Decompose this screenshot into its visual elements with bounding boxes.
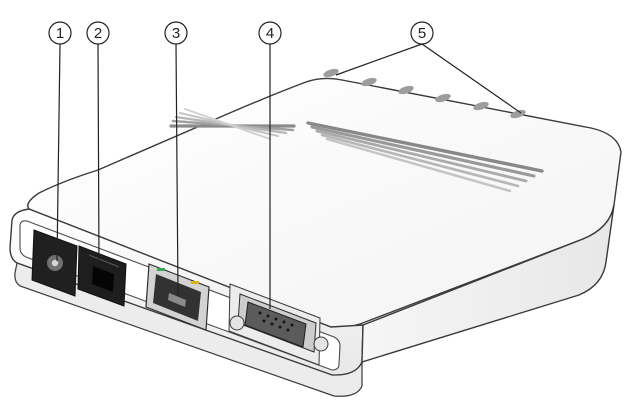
ethernet-link-led <box>157 268 165 271</box>
vent-slot <box>315 129 528 183</box>
callout-circle-5 <box>410 21 434 45</box>
callout-2: 2 <box>86 21 110 45</box>
callout-lines <box>56 43 522 309</box>
callout-line-2 <box>97 43 100 267</box>
callout-circle-4 <box>258 21 282 45</box>
phone-jack <box>77 245 127 307</box>
serial-port <box>228 283 329 366</box>
callout-line-1 <box>56 43 61 262</box>
status-led <box>435 93 451 103</box>
callout-3: 3 <box>164 21 188 45</box>
ethernet-port-tab <box>168 293 186 307</box>
status-led <box>473 101 489 111</box>
serial-pin <box>258 311 262 315</box>
status-leds <box>323 68 526 119</box>
callout-label-4: 4 <box>266 25 274 42</box>
ethernet-port <box>145 263 210 331</box>
ventilation-slots <box>169 108 544 193</box>
status-led <box>398 85 414 95</box>
serial-pin <box>286 328 290 332</box>
vent-slot <box>325 137 512 193</box>
serial-pin <box>262 319 266 323</box>
phone-jack-slot <box>92 266 114 292</box>
status-led <box>361 77 377 87</box>
callout-circle-2 <box>86 21 110 45</box>
serial-port-right-screw <box>313 336 329 352</box>
power-jack-pin <box>51 259 59 267</box>
vent-slot <box>306 121 544 173</box>
callout-1: 1 <box>48 21 72 45</box>
serial-port-left-screw <box>229 315 245 331</box>
callout-markers: 1 2 3 4 5 <box>48 21 434 45</box>
callout-label-5: 5 <box>418 25 426 42</box>
callout-circle-1 <box>48 21 72 45</box>
device-right-face <box>361 204 615 363</box>
callout-4: 4 <box>258 21 282 45</box>
callout-line-3 <box>175 43 179 297</box>
status-led <box>510 109 526 119</box>
callout-5: 5 <box>410 21 434 45</box>
serial-pin <box>282 320 286 324</box>
vent-slot <box>184 108 271 140</box>
serial-pin <box>266 314 270 318</box>
vent-slot <box>310 125 536 178</box>
serial-pin <box>278 325 282 329</box>
power-jack <box>31 229 78 297</box>
ethernet-activity-led <box>191 281 199 284</box>
callout-line-5a <box>335 43 423 76</box>
status-led <box>323 68 339 78</box>
phone-jack-highlight <box>88 254 120 268</box>
callout-line-5b <box>421 43 522 114</box>
serial-pin <box>290 323 294 327</box>
callout-circle-3 <box>164 21 188 45</box>
callout-label-2: 2 <box>94 25 102 42</box>
serial-pin <box>274 317 278 321</box>
rear-ports <box>31 229 329 366</box>
callout-label-1: 1 <box>56 25 64 42</box>
callout-label-3: 3 <box>172 25 180 42</box>
vent-slot <box>320 133 520 188</box>
serial-pin <box>270 322 274 326</box>
